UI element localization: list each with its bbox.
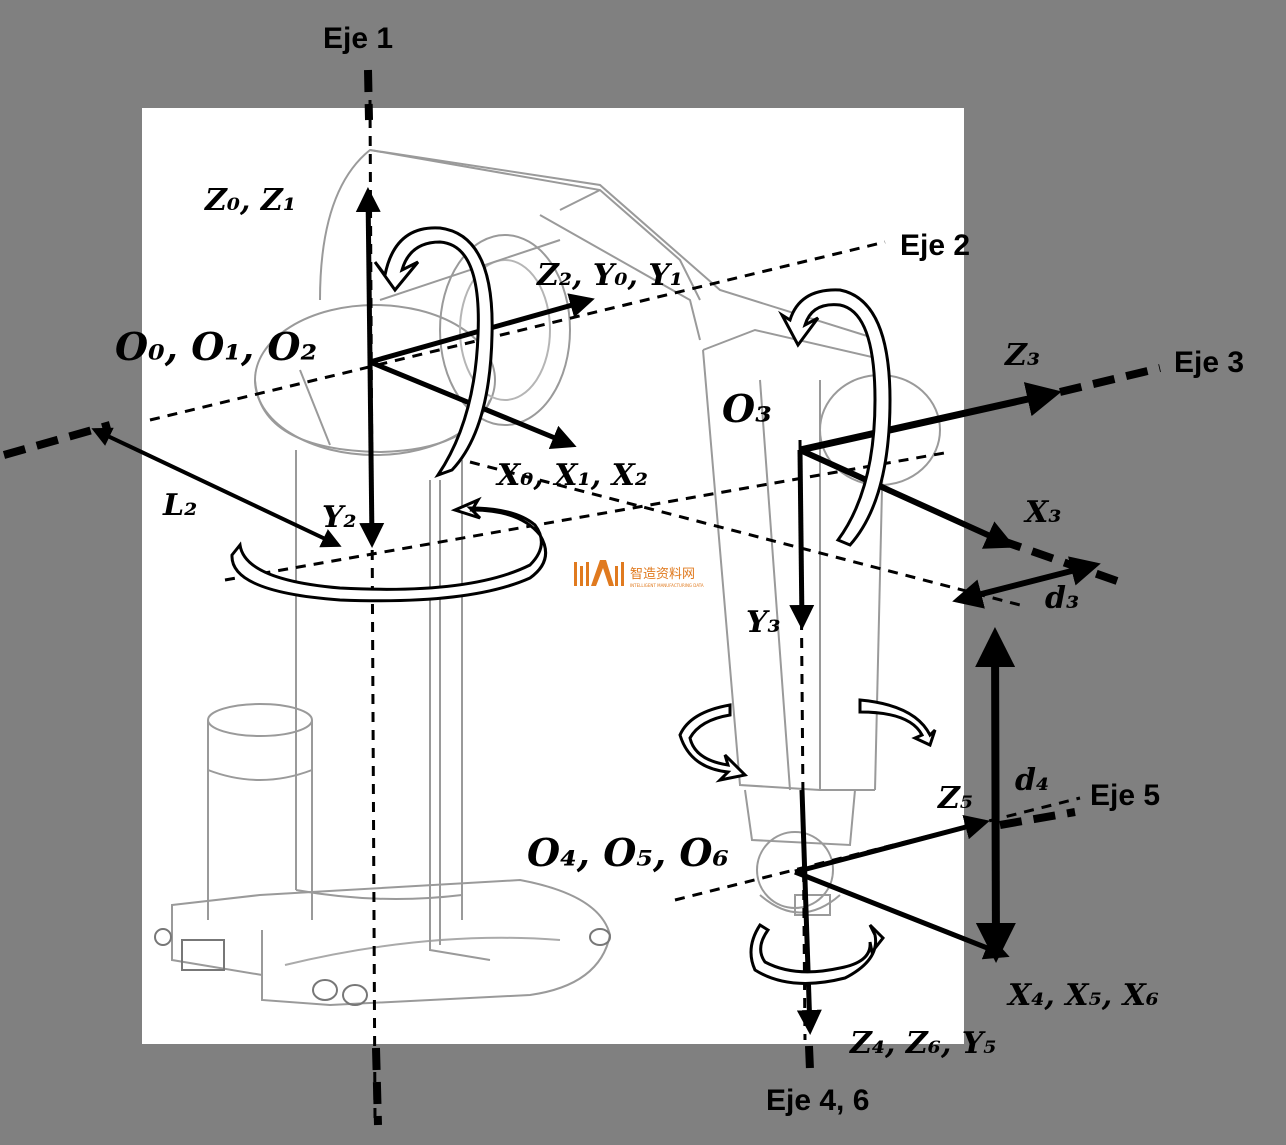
- label-l2: L₂: [162, 488, 197, 523]
- label-z5: Z₅: [937, 781, 973, 816]
- x3-arrow: [798, 447, 1016, 549]
- label-z3: Z₃: [1004, 338, 1040, 373]
- x4-x5-x6-arrow: [794, 869, 1010, 960]
- label-origin-3: O₃: [722, 386, 772, 431]
- axis-2-line: [149, 240, 886, 422]
- axis-2-lower-line: [224, 450, 951, 582]
- watermark-text: 智造资料网: [630, 567, 695, 582]
- frame-arrows: [91, 187, 1101, 1035]
- rotation-arrow-joint-4-right: [858, 698, 937, 748]
- y2-arrow: [359, 361, 385, 548]
- watermark: 智造资料网 INTELLIGENT MANUFACTURING DATA: [574, 560, 704, 588]
- rotation-arrow-joint-6: [749, 922, 886, 985]
- label-z2-y0-y1: Z₂, Y₀, Y₁: [536, 258, 683, 293]
- label-x3: X₃: [1023, 495, 1061, 530]
- label-y3: Y₃: [746, 605, 781, 640]
- label-y2: Y₂: [322, 500, 357, 535]
- label-z4-z6-y5: Z₄, Z₆, Y₅: [849, 1026, 996, 1061]
- d4-dimension: [975, 627, 1016, 963]
- axis-3-label: Eje 3: [1174, 346, 1244, 379]
- rotation-arrow-joint-3: [778, 288, 892, 547]
- d3-dimension: [952, 556, 1101, 609]
- label-z0-z1: Z₀, Z₁: [204, 183, 296, 218]
- z4-z6-y5-arrow: [796, 789, 822, 1035]
- label-origin-4-5-6: O₄, O₅, O₆: [527, 830, 729, 875]
- axis-1-label: Eje 1: [323, 22, 393, 55]
- z3-arrow: [799, 382, 1062, 454]
- label-origin-0-1-2: O₀, O₁, O₂: [115, 324, 317, 369]
- watermark-logo-icon: [574, 560, 624, 586]
- watermark-subtext: INTELLIGENT MANUFACTURING DATA: [630, 583, 704, 588]
- axis-lower-guide-line: [469, 460, 1021, 607]
- rotation-arrow-joint-1: [230, 496, 548, 603]
- z0-z1-arrow: [355, 187, 381, 363]
- axis-2-label: Eje 2: [900, 229, 970, 262]
- rotation-arrow-joint-2: [373, 226, 494, 478]
- z5-arrow: [794, 815, 990, 875]
- label-x4-x5-x6: X₄, X₅, X₆: [1006, 978, 1159, 1013]
- axis-4-6-label: Eje 4, 6: [766, 1084, 869, 1117]
- rotation-arrows: [230, 226, 937, 985]
- rotation-arrow-joint-4-left: [678, 703, 749, 783]
- axis-5-label: Eje 5: [1090, 779, 1160, 812]
- label-x0-x1-x2: X₀, X₁, X₂: [495, 458, 648, 493]
- label-d3: d₃: [1045, 581, 1079, 616]
- y3-arrow: [789, 449, 815, 630]
- l2-dimension: [91, 427, 342, 548]
- label-d4: d₄: [1015, 763, 1049, 798]
